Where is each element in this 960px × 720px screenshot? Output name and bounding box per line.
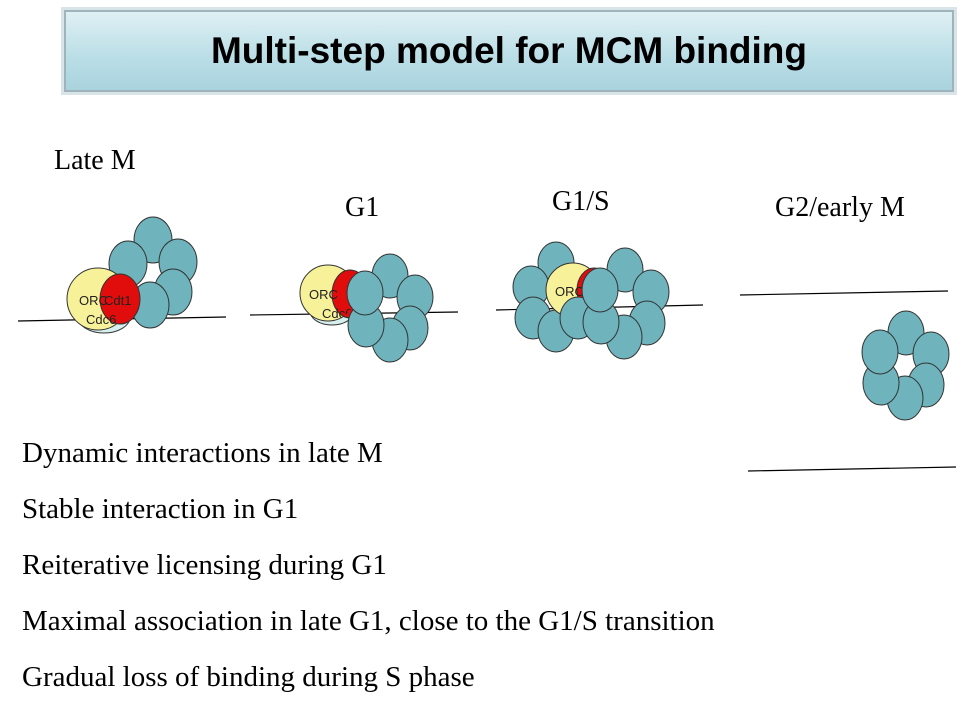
bullet-line-2: Stable interaction in G1 (22, 493, 299, 525)
complex-g1s: ORC Cdc6 (512, 241, 670, 360)
stage-label-g1: G1 (345, 192, 380, 223)
mcm-subunit (861, 329, 899, 375)
slide-title: Multi-step model for MCM binding (210, 30, 808, 71)
complex-g1: ORC Cdc6 (299, 253, 434, 363)
cdt1-protein (99, 273, 141, 325)
orc-label: ORC (309, 287, 338, 302)
bullet-line-1: Dynamic interactions in late M (22, 437, 383, 469)
stage-label-g1s: G1/S (552, 186, 610, 217)
dna-line-g2-lower (747, 466, 957, 472)
cdc6-label: Cdc6 (86, 312, 116, 327)
bullet-line-5: Gradual loss of binding during S phase (22, 661, 475, 693)
mcm-subunit (346, 270, 384, 316)
title-banner: Multi-step model for MCM binding (64, 10, 954, 92)
complex-late-m: ORC Cdt1 Cdc6 (66, 216, 198, 334)
stage-label-g2-early-m: G2/early M (775, 192, 905, 223)
mcm-subunit (581, 267, 619, 313)
mcm-ring-free (861, 310, 950, 421)
stage-label-late-m: Late M (54, 145, 136, 176)
orc-label: ORC (555, 284, 584, 299)
bullet-line-3: Reiterative licensing during G1 (22, 549, 387, 581)
dna-line-g2-upper (739, 290, 949, 296)
bullet-line-4: Maximal association in late G1, close to… (22, 605, 715, 637)
cdt1-label: Cdt1 (104, 293, 131, 308)
orc-label: ORC (79, 293, 108, 308)
